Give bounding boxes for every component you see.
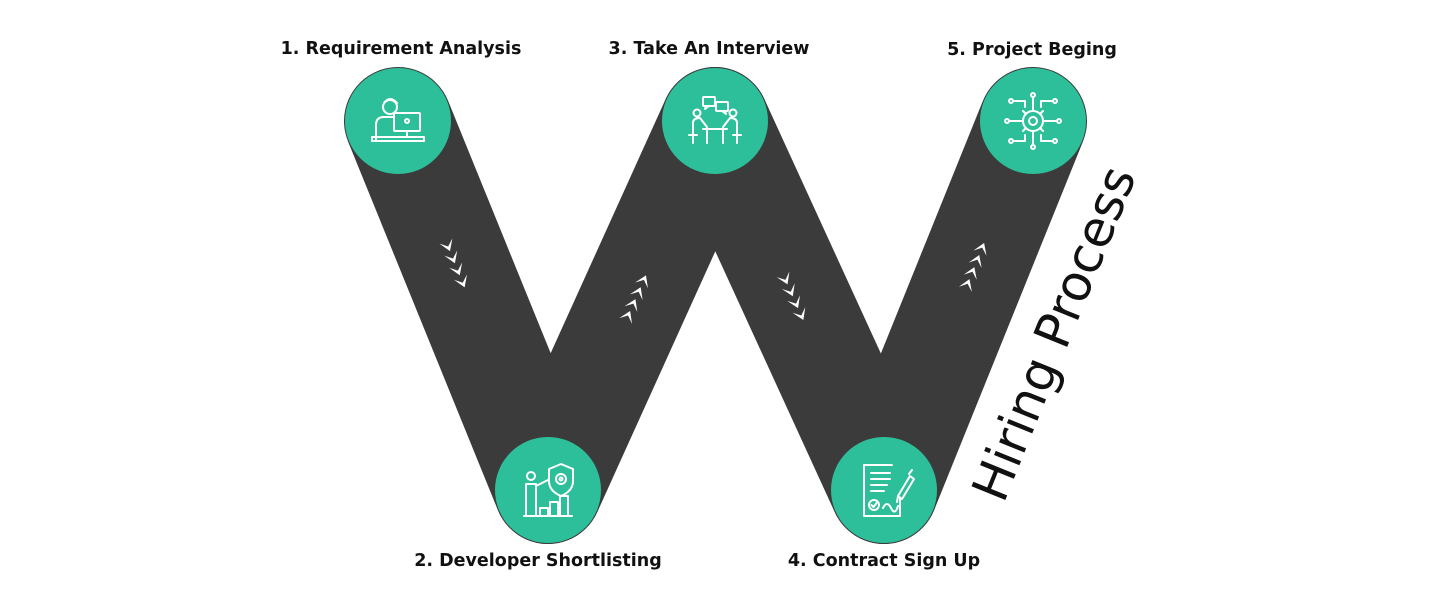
chevron-down-icon [776, 271, 790, 285]
chevron-down-icon [454, 274, 467, 288]
chevron-up-icon [619, 310, 633, 324]
step-4: 4. Contract Sign Up [788, 437, 980, 571]
chevron-down-icon [787, 295, 800, 309]
chevron-up-icon [973, 242, 987, 256]
arrows-segment-4 [958, 242, 987, 292]
step-2: 2. Developer Shortlisting [414, 437, 662, 571]
chevron-up-icon [958, 279, 972, 292]
person-shield-gear-icon [523, 463, 574, 517]
step-node-1 [345, 68, 451, 174]
step-5: 5. Project Beging [947, 40, 1117, 174]
road-segment-4 [830, 67, 1087, 544]
project-network-gear-icon [1004, 92, 1062, 150]
developer-at-computer-icon [371, 98, 425, 142]
step-label-5: 5. Project Beging [947, 40, 1117, 60]
step-node-2 [495, 437, 601, 543]
chevron-up-icon [635, 275, 648, 289]
chevron-up-icon [624, 299, 638, 312]
interview-chat-icon [688, 96, 742, 144]
step-3: 3. Take An Interview [609, 39, 810, 174]
chevron-down-icon [444, 250, 458, 264]
step-label-3: 3. Take An Interview [609, 39, 810, 59]
road [344, 67, 1087, 544]
step-node-3 [662, 68, 768, 174]
chevron-down-icon [449, 262, 463, 276]
chevron-up-icon [629, 287, 643, 301]
arrows-segment-2 [619, 275, 648, 324]
step-label-1: 1. Requirement Analysis [281, 39, 522, 59]
step-1: 1. Requirement Analysis [281, 39, 522, 174]
chevron-up-icon [968, 255, 982, 268]
step-node-5 [980, 68, 1086, 174]
chevron-down-icon [792, 307, 806, 321]
chevron-down-icon [781, 283, 795, 297]
step-label-2: 2. Developer Shortlisting [414, 551, 662, 571]
contract-pen-icon [863, 464, 915, 517]
chevron-up-icon [963, 267, 977, 280]
arrows-segment-1 [439, 238, 467, 288]
chevron-down-icon [439, 238, 453, 252]
step-label-4: 4. Contract Sign Up [788, 551, 980, 571]
arrows-segment-3 [776, 271, 806, 321]
